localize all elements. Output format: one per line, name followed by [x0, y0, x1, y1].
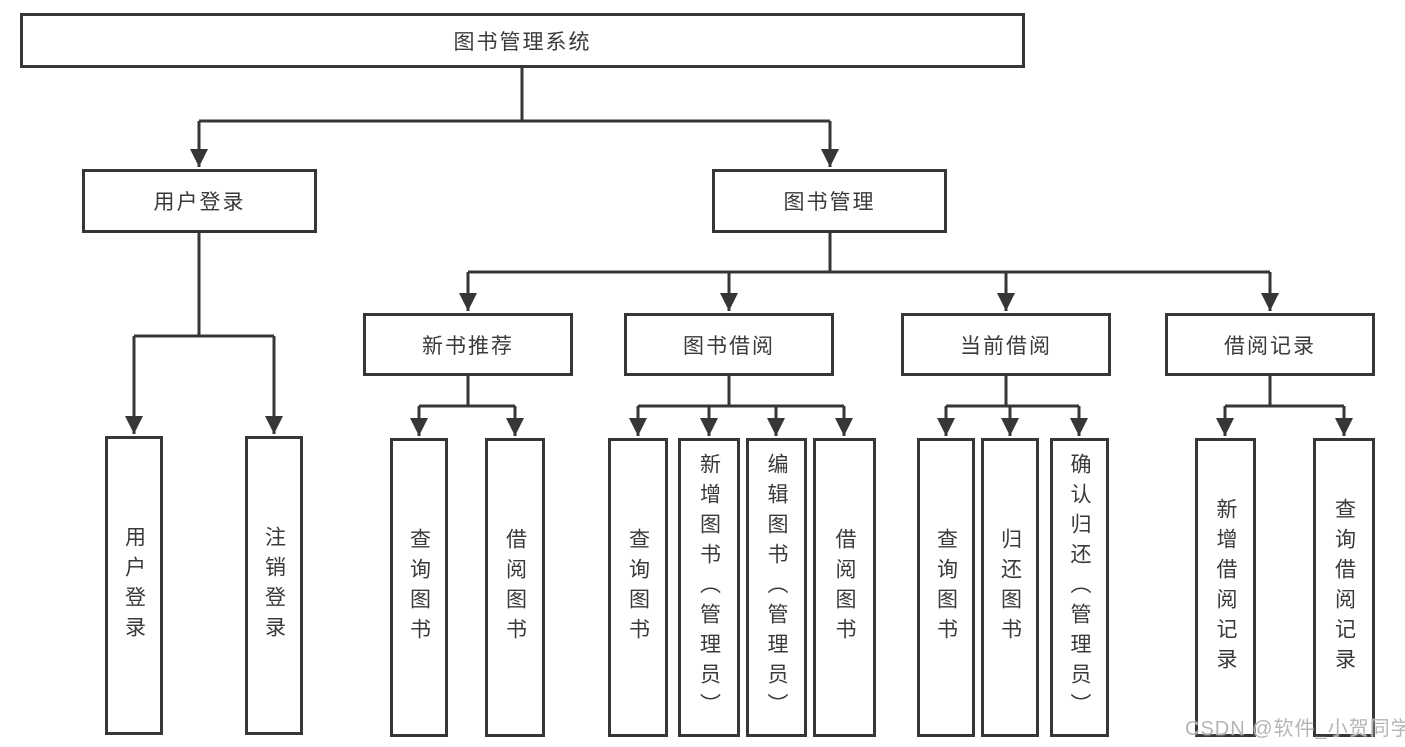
- node-book-borrowing: 图书借阅: [624, 313, 834, 376]
- node-nb-borrow-books-label: 借阅图书: [503, 527, 527, 648]
- node-book-management: 图书管理: [712, 169, 947, 233]
- node-nb-query-books-label: 查询图书: [407, 527, 431, 648]
- node-borrowing-records-label: 借阅记录: [1224, 334, 1316, 358]
- node-nb-borrow-books: 借阅图书: [485, 438, 545, 737]
- node-bb-borrow-books: 借阅图书: [813, 438, 876, 737]
- node-cb-return-books: 归还图书: [981, 438, 1039, 737]
- node-root: 图书管理系统: [20, 13, 1025, 68]
- node-bb-edit-books-admin: 编辑图书（管理员）: [746, 438, 807, 737]
- node-leaf-user-login: 用户登录: [105, 436, 163, 735]
- node-user-login-label: 用户登录: [153, 191, 246, 214]
- node-br-query-record-label: 查询借阅记录: [1332, 497, 1356, 678]
- node-br-add-record-label: 新增借阅记录: [1214, 497, 1237, 678]
- node-bb-query-books: 查询图书: [608, 438, 668, 737]
- node-user-login: 用户登录: [82, 169, 317, 233]
- node-bb-borrow-books-label: 借阅图书: [833, 527, 856, 648]
- node-borrowing-records: 借阅记录: [1165, 313, 1375, 376]
- node-br-query-record: 查询借阅记录: [1313, 438, 1375, 737]
- node-new-book-recommendation: 新书推荐: [363, 313, 573, 376]
- node-leaf-logout-label: 注销登录: [262, 525, 286, 646]
- node-current-borrowing: 当前借阅: [901, 313, 1111, 376]
- node-cb-return-books-label: 归还图书: [998, 527, 1022, 648]
- node-bb-query-books-label: 查询图书: [626, 527, 650, 648]
- node-new-book-recommendation-label: 新书推荐: [422, 334, 514, 358]
- node-leaf-user-login-label: 用户登录: [122, 525, 146, 646]
- node-bb-edit-books-admin-label: 编辑图书（管理员）: [765, 452, 788, 723]
- watermark: CSDN @软件_小贺同学: [1185, 718, 1405, 740]
- node-cb-query-books: 查询图书: [917, 438, 975, 737]
- node-bb-add-books-admin: 新增图书（管理员）: [678, 438, 740, 737]
- node-leaf-logout: 注销登录: [245, 436, 303, 735]
- node-cb-query-books-label: 查询图书: [934, 527, 958, 648]
- node-nb-query-books: 查询图书: [390, 438, 448, 737]
- node-book-borrowing-label: 图书借阅: [683, 334, 775, 358]
- node-cb-confirm-return-admin-label: 确认归还（管理员）: [1068, 452, 1091, 723]
- node-current-borrowing-label: 当前借阅: [960, 334, 1052, 358]
- node-br-add-record: 新增借阅记录: [1195, 438, 1256, 737]
- node-root-label: 图书管理系统: [453, 30, 592, 54]
- node-cb-confirm-return-admin: 确认归还（管理员）: [1050, 438, 1109, 737]
- node-book-management-label: 图书管理: [783, 191, 876, 214]
- node-bb-add-books-admin-label: 新增图书（管理员）: [697, 452, 721, 723]
